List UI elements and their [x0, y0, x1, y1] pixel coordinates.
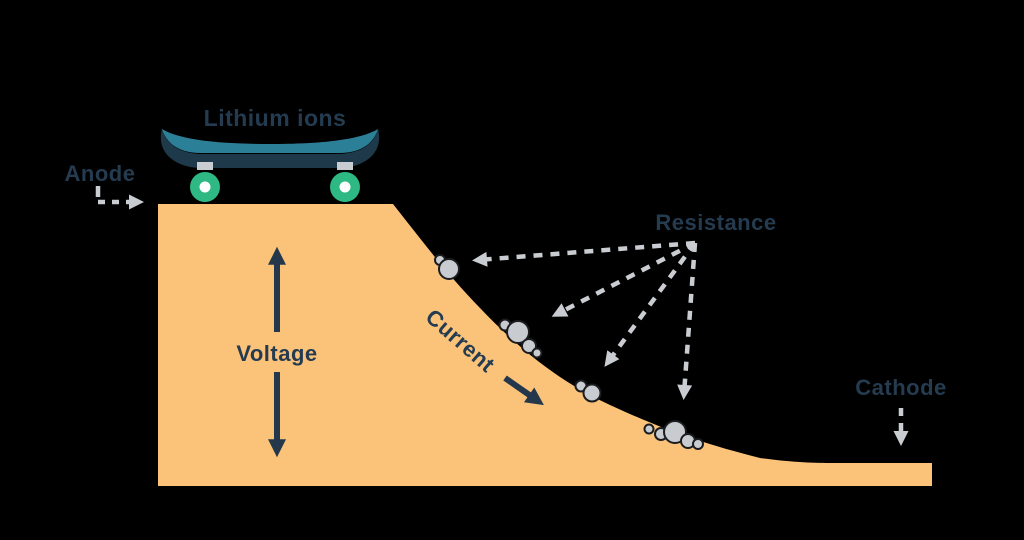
skateboard-wheel-front-hub	[199, 181, 211, 193]
skateboard-truck-rear	[337, 162, 353, 170]
rock-cluster-4	[643, 420, 704, 450]
skateboard-deck-top	[162, 129, 378, 153]
skateboard-truck-front	[197, 162, 213, 170]
resistance-arrow-2	[551, 240, 697, 317]
cathode-label: Cathode	[855, 375, 947, 400]
current-arrow	[503, 375, 544, 406]
resistance-arrow-3	[604, 241, 697, 367]
lithium-ions-label: Lithium ions	[204, 105, 347, 131]
rock-cluster-1	[434, 254, 460, 280]
skateboard-deck-bottom	[160, 129, 380, 168]
resistance-label: Resistance	[655, 210, 776, 235]
anode-pointer-arrow	[95, 186, 144, 210]
rock-cluster-2	[498, 318, 543, 359]
skateboard-wheel-rear-hub	[339, 181, 351, 193]
voltage-label: Voltage	[236, 341, 317, 366]
skateboard-icon	[160, 129, 380, 202]
resistance-arrow-1	[472, 240, 696, 267]
anode-label: Anode	[65, 161, 136, 186]
ramp-shape	[158, 204, 932, 486]
rock-cluster-3	[574, 379, 602, 403]
resistance-arrow-4	[677, 242, 698, 400]
